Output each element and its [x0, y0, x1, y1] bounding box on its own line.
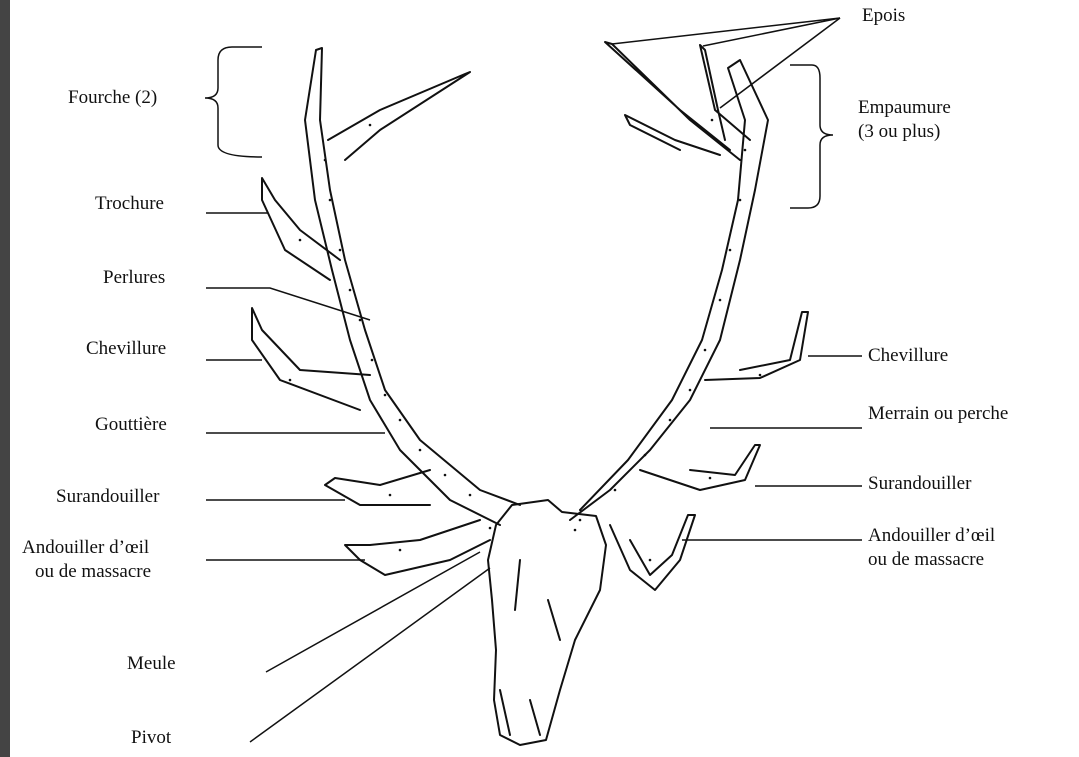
right-chevillure	[705, 312, 808, 380]
label-andouiller-right-line1: Andouiller d’œil	[868, 524, 995, 548]
right-surandouiller	[640, 445, 760, 490]
label-surandouiller-right: Surandouiller	[868, 472, 971, 496]
label-meule: Meule	[127, 652, 176, 676]
label-chevillure-left: Chevillure	[86, 337, 166, 361]
empaumure-brace	[790, 65, 833, 208]
right-andouiller	[610, 515, 695, 590]
left-trochure	[262, 178, 340, 280]
label-andouiller-left-line2: ou de massacre	[22, 560, 151, 584]
label-fourche: Fourche (2)	[68, 86, 157, 110]
meule-leader	[266, 552, 480, 672]
label-andouiller-left: Andouiller d’œil ou de massacre	[22, 536, 151, 584]
label-andouiller-right-line2: ou de massacre	[868, 548, 995, 572]
label-perlures: Perlures	[103, 266, 165, 290]
label-chevillure-right: Chevillure	[868, 344, 948, 368]
skull-outline	[488, 500, 606, 745]
left-beam	[305, 48, 520, 525]
label-andouiller-left-line1: Andouiller d’œil	[22, 536, 151, 560]
epois-leader-1	[612, 18, 840, 44]
left-fourche-tine	[328, 72, 470, 160]
label-empaumure-line1: Empaumure	[858, 96, 951, 120]
label-pivot: Pivot	[131, 726, 171, 750]
antler-texture	[289, 119, 762, 562]
label-empaumure: Empaumure (3 ou plus)	[858, 96, 951, 144]
label-epois: Epois	[862, 4, 905, 28]
label-andouiller-right: Andouiller d’œil ou de massacre	[868, 524, 995, 572]
label-empaumure-line2: (3 ou plus)	[858, 120, 951, 144]
label-gouttiere: Gouttière	[95, 413, 167, 437]
skull-detail	[500, 560, 560, 735]
pivot-leader	[250, 568, 490, 742]
left-andouiller	[345, 520, 490, 575]
perlures-leader	[206, 288, 370, 320]
label-trochure: Trochure	[95, 192, 164, 216]
left-chevillure	[252, 308, 370, 410]
fourche-brace	[205, 47, 262, 157]
label-merrain: Merrain ou perche	[868, 402, 1008, 426]
label-surandouiller-left: Surandouiller	[56, 485, 159, 509]
epois-leader-3	[720, 18, 840, 108]
